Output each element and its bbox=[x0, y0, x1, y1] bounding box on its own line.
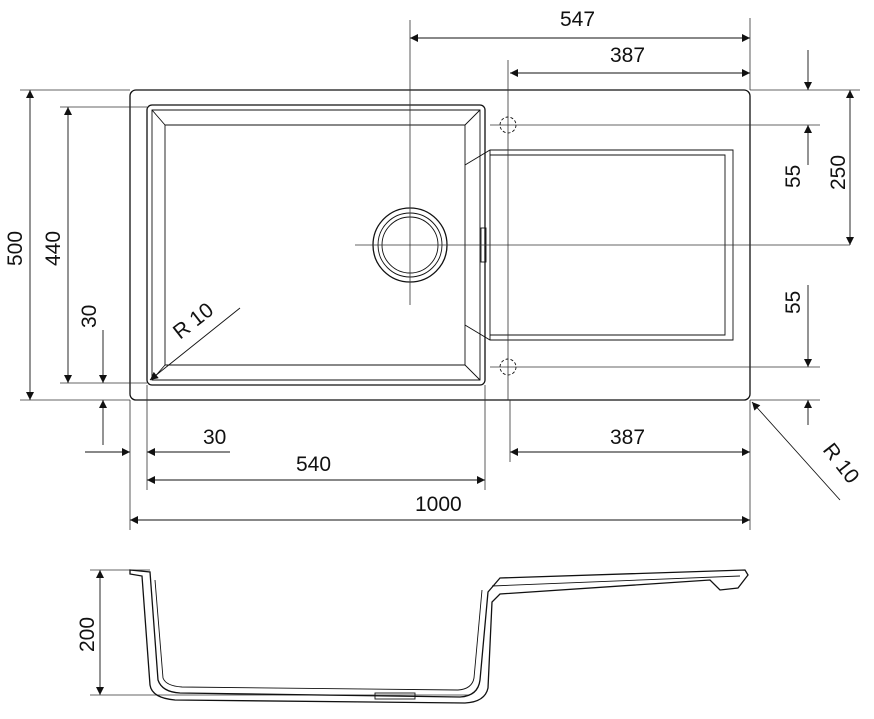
dim-387-bottom: 387 bbox=[610, 426, 645, 449]
dim-500: 500 bbox=[4, 231, 27, 266]
dim-55-top: 55 bbox=[782, 165, 805, 188]
sink-top-view bbox=[20, 18, 860, 530]
dim-547: 547 bbox=[560, 8, 595, 31]
dim-r10-left: R 10 bbox=[169, 299, 218, 344]
dim-30-bottom: 30 bbox=[203, 426, 226, 449]
dimension-lines bbox=[26, 34, 854, 696]
dim-540: 540 bbox=[296, 453, 331, 476]
dim-440: 440 bbox=[42, 231, 65, 266]
sink-side-view bbox=[129, 569, 749, 704]
dim-r10-right: R 10 bbox=[818, 439, 863, 488]
dim-250: 250 bbox=[827, 155, 850, 190]
dim-55-bottom: 55 bbox=[782, 291, 805, 314]
dim-1000: 1000 bbox=[415, 493, 462, 516]
dim-30-left: 30 bbox=[78, 305, 101, 328]
dim-387-top: 387 bbox=[610, 44, 645, 67]
dim-200: 200 bbox=[76, 617, 99, 652]
dimension-labels: 547 387 500 440 30 R 10 30 540 387 1000 … bbox=[4, 8, 863, 652]
